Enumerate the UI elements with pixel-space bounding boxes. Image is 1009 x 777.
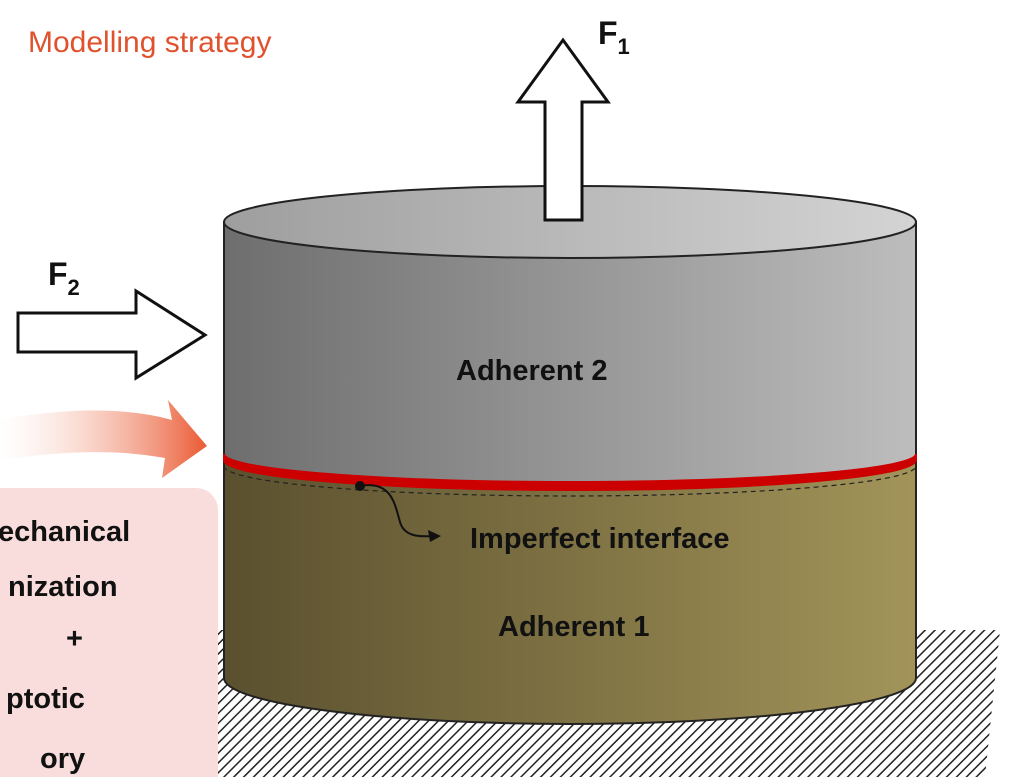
force-f1-symbol: F xyxy=(598,15,618,51)
adherent-2-label: Adherent 2 xyxy=(456,355,607,387)
callout-line-2: nization xyxy=(8,571,118,603)
force-f2-symbol: F xyxy=(48,256,68,292)
interface-pointer-head xyxy=(428,530,441,542)
force-f2-arrow xyxy=(16,288,208,381)
force-f2-label: F2 xyxy=(48,256,80,300)
force-f1-subscript: 1 xyxy=(618,34,630,59)
curved-arrow xyxy=(0,400,207,478)
adherent-1-body xyxy=(223,455,917,725)
force-f1-label: F1 xyxy=(598,15,630,59)
interface-pointer-line xyxy=(359,484,433,538)
adherent-1-label: Adherent 1 xyxy=(498,611,649,643)
adherent-2-body xyxy=(223,221,917,485)
callout-line-4: ptotic xyxy=(6,683,85,715)
callout-line-5: ory xyxy=(40,743,85,775)
interface-label: Imperfect interface xyxy=(470,523,730,555)
callout-line-3: + xyxy=(66,623,83,655)
interface-layer xyxy=(223,453,917,491)
force-f1-arrow xyxy=(515,37,611,222)
callout-line-1: echanical xyxy=(0,516,130,548)
diagram-title: Modelling strategy xyxy=(28,26,271,59)
interface-dashed-line xyxy=(223,465,917,497)
callout-box xyxy=(0,488,218,777)
force-f2-subscript: 2 xyxy=(68,275,80,300)
